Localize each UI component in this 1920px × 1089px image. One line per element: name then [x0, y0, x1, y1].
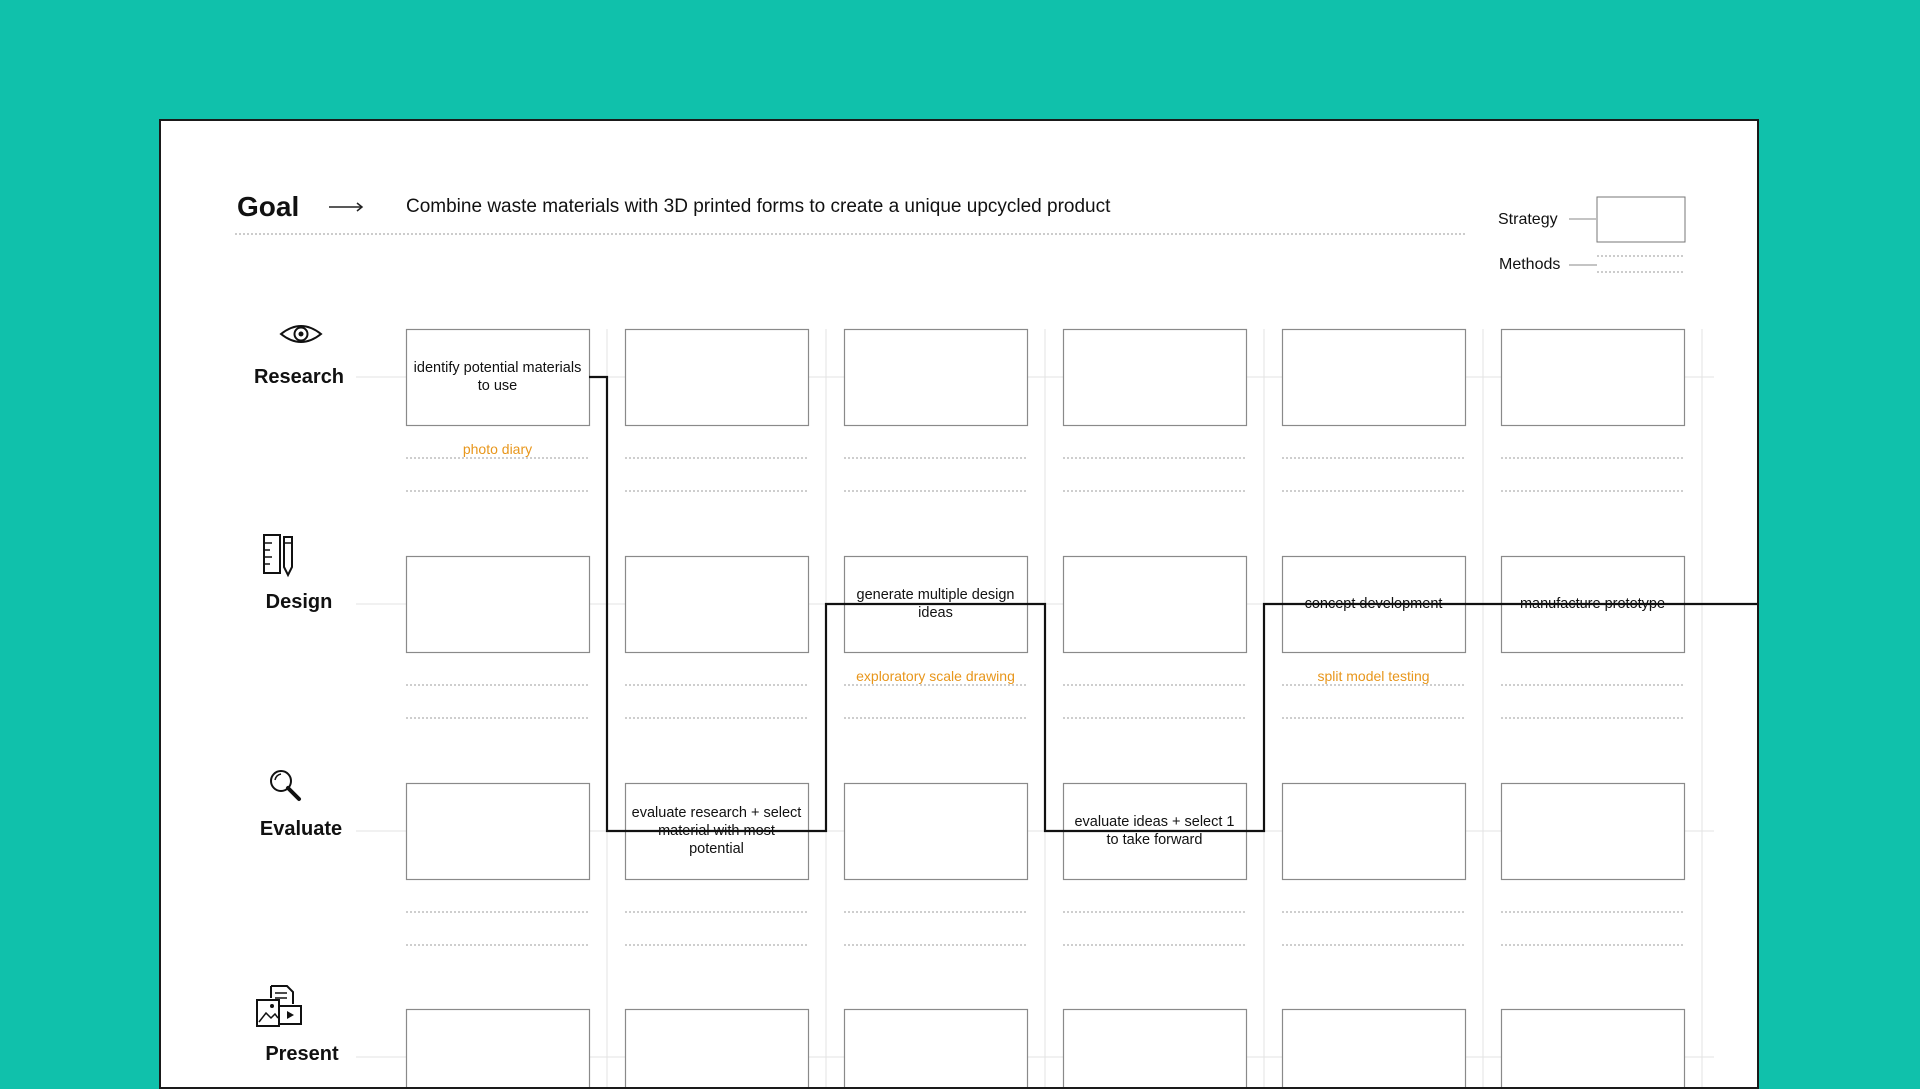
legend-graphic: [1569, 197, 1685, 272]
strategy-box[interactable]: evaluate ideas + select 1 to take forwar…: [1063, 783, 1246, 879]
method-text: split model testing: [1282, 668, 1465, 684]
strategy-box[interactable]: [625, 556, 808, 652]
stage-label-evaluate: Evaluate: [231, 818, 371, 841]
strategy-box[interactable]: [1501, 1009, 1684, 1089]
legend-strategy-box: [1597, 197, 1685, 242]
goal-label: Goal: [237, 191, 299, 223]
method-text: photo diary: [406, 441, 589, 457]
strategy-box[interactable]: generate multiple design ideas: [844, 556, 1027, 652]
strategy-box[interactable]: [625, 329, 808, 425]
strategy-box[interactable]: [1282, 783, 1465, 879]
strategy-box[interactable]: evaluate research + select material with…: [625, 783, 808, 879]
strategy-box[interactable]: [844, 329, 1027, 425]
stage-label-design: Design: [229, 591, 369, 614]
strategy-box[interactable]: [1063, 1009, 1246, 1089]
goal-statement: Combine waste materials with 3D printed …: [406, 196, 1110, 218]
strategy-box[interactable]: [406, 1009, 589, 1089]
strategy-box[interactable]: concept development: [1282, 556, 1465, 652]
eye-icon: [281, 326, 321, 342]
strategy-box[interactable]: [1063, 329, 1246, 425]
strategy-canvas: Goal Combine waste materials with 3D pri…: [159, 119, 1759, 1089]
strategy-box[interactable]: [1063, 556, 1246, 652]
strategy-box[interactable]: [406, 556, 589, 652]
stage-label-present: Present: [232, 1043, 372, 1066]
strategy-box[interactable]: [1282, 329, 1465, 425]
legend-methods-label: Methods: [1499, 256, 1560, 274]
strategy-box[interactable]: [1282, 1009, 1465, 1089]
strategy-box[interactable]: [844, 1009, 1027, 1089]
strategy-box[interactable]: [844, 783, 1027, 879]
strategy-box[interactable]: manufacture prototype: [1501, 556, 1684, 652]
stage-label-research: Research: [229, 366, 369, 389]
strategy-box[interactable]: [625, 1009, 808, 1089]
method-text: exploratory scale drawing: [844, 668, 1027, 684]
legend-strategy-label: Strategy: [1498, 211, 1558, 229]
strategy-box[interactable]: [1501, 329, 1684, 425]
magnifier-icon: [271, 771, 299, 799]
strategy-box[interactable]: [1501, 783, 1684, 879]
strategy-box[interactable]: [406, 783, 589, 879]
document-media-icon: [257, 986, 301, 1026]
ruler-pencil-icon: [264, 535, 292, 575]
right-arrow-icon: [329, 203, 362, 211]
strategy-box[interactable]: identify potential materials to use: [406, 329, 589, 425]
